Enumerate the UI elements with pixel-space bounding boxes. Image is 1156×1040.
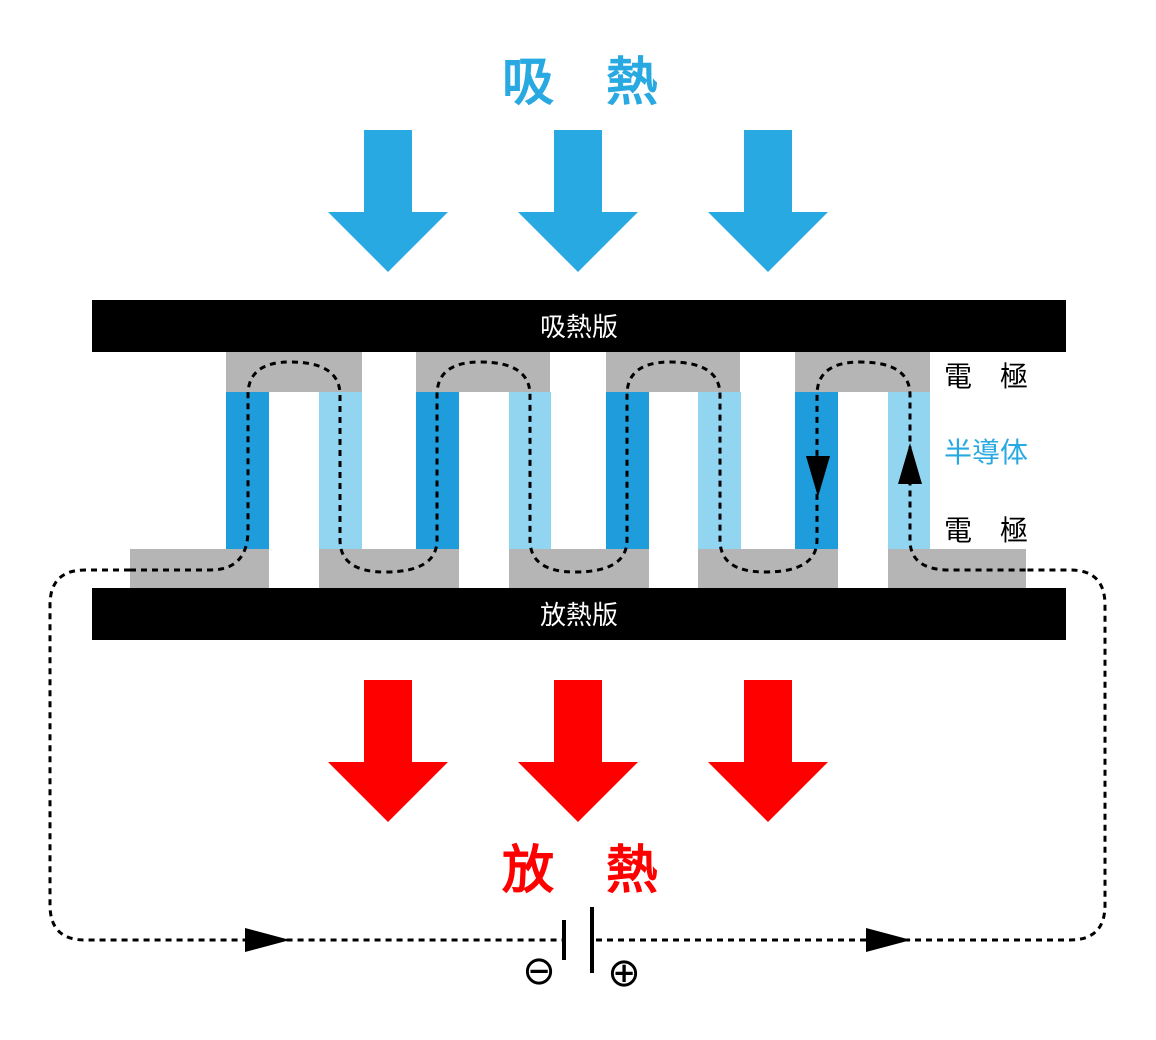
p-type-semiconductor — [509, 392, 551, 549]
electrode-label-top: 電 極 — [944, 360, 1028, 393]
heat-releasing-plate — [92, 588, 1066, 640]
bottom-electrode — [509, 549, 649, 588]
semiconductor-label: 半導体 — [944, 436, 1028, 469]
release-arrow-icon — [518, 680, 638, 822]
battery-minus-icon: ⊖ — [522, 948, 556, 994]
current-up-arrow-icon — [898, 443, 922, 484]
heat-absorbing-plate-label: 吸熱版 — [540, 313, 618, 343]
current-down-arrow-icon — [806, 456, 830, 497]
p-type-semiconductor — [319, 392, 362, 549]
current-path — [130, 360, 1026, 574]
top-electrodes — [226, 352, 930, 392]
release-arrow-icon — [328, 680, 448, 822]
n-type-semiconductor — [606, 392, 649, 549]
heat-absorbing-plate — [92, 300, 1066, 352]
release-arrow-icon — [708, 680, 828, 822]
outer-circuit-right — [596, 568, 1107, 942]
heat-releasing-plate-label: 放熱版 — [540, 601, 618, 631]
electrode-label-bottom: 電 極 — [944, 514, 1028, 547]
top-electrode — [226, 352, 362, 392]
battery-icon — [562, 907, 594, 973]
circuit-arrow-icon — [245, 928, 290, 952]
release-arrows — [328, 680, 828, 822]
bottom-electrodes — [130, 549, 1026, 588]
absorb-arrow-icon — [708, 130, 828, 272]
absorb-arrow-icon — [328, 130, 448, 272]
battery-plus-icon: ⊕ — [607, 950, 641, 996]
circuit-arrow-icon — [866, 928, 911, 952]
absorb-heat-title: 吸 熱 — [502, 53, 658, 113]
absorb-arrow-icon — [518, 130, 638, 272]
outer-circuit-left — [48, 568, 566, 942]
absorb-arrows — [328, 130, 828, 272]
bottom-electrode — [319, 549, 459, 588]
bottom-electrode — [698, 549, 838, 588]
release-heat-title: 放 熱 — [502, 841, 658, 901]
